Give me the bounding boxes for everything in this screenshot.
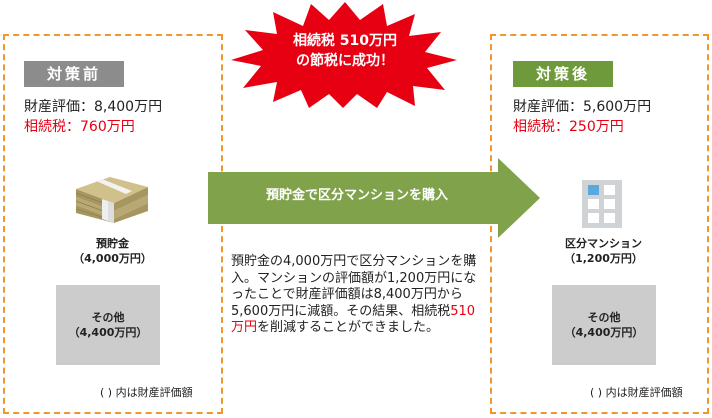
burst-line1: 相続税 510万円 xyxy=(292,33,398,49)
before-note: ( ) 内は財産評価額 xyxy=(100,386,193,399)
apartment-label: 区分マンション xyxy=(565,237,642,250)
cash-label: 預貯金 xyxy=(96,237,129,250)
burst-shape xyxy=(231,2,457,108)
before-valuation: 財産評価：8,400万円 xyxy=(24,99,163,115)
apartment-building-icon xyxy=(582,180,622,228)
after-other-box: その他 （4,400万円） xyxy=(552,285,656,365)
before-tag: 対策前 xyxy=(24,61,124,87)
description: 預貯金の4,000万円で区分マンションを購入。マンションの評価額が1,200万円… xyxy=(231,254,483,337)
description-highlight: 510万円 xyxy=(231,303,476,336)
before-other-label: その他 xyxy=(91,311,125,324)
burst-line2: の節税に成功！ xyxy=(296,53,394,69)
cash-value: （4,000万円） xyxy=(73,252,152,265)
apartment-value: （1,200万円） xyxy=(564,252,643,265)
before-other-value: （4,400万円） xyxy=(68,326,148,339)
arrow-shape xyxy=(208,158,540,238)
after-other-value: （4,400万円） xyxy=(564,326,644,339)
after-tag: 対策後 xyxy=(513,61,613,87)
after-note: ( ) 内は財産評価額 xyxy=(590,386,683,399)
after-other-label: その他 xyxy=(587,311,621,324)
after-valuation: 財産評価：5,600万円 xyxy=(513,99,652,115)
arrow-label: 預貯金で区分マンションを購入 xyxy=(265,188,448,203)
after-tax: 相続税：250万円 xyxy=(513,119,624,135)
before-other-box: その他 （4,400万円） xyxy=(56,285,160,365)
description-part1: 預貯金の4,000万円で区分マンションを購入。マンションの評価額が1,200万円… xyxy=(231,254,477,319)
before-tax: 相続税：760万円 xyxy=(24,119,135,135)
money-stack-icon xyxy=(75,177,148,223)
description-part2: を削減することができました。 xyxy=(257,320,440,335)
burst-text: 相続税 510万円 の節税に成功！ xyxy=(265,31,425,71)
